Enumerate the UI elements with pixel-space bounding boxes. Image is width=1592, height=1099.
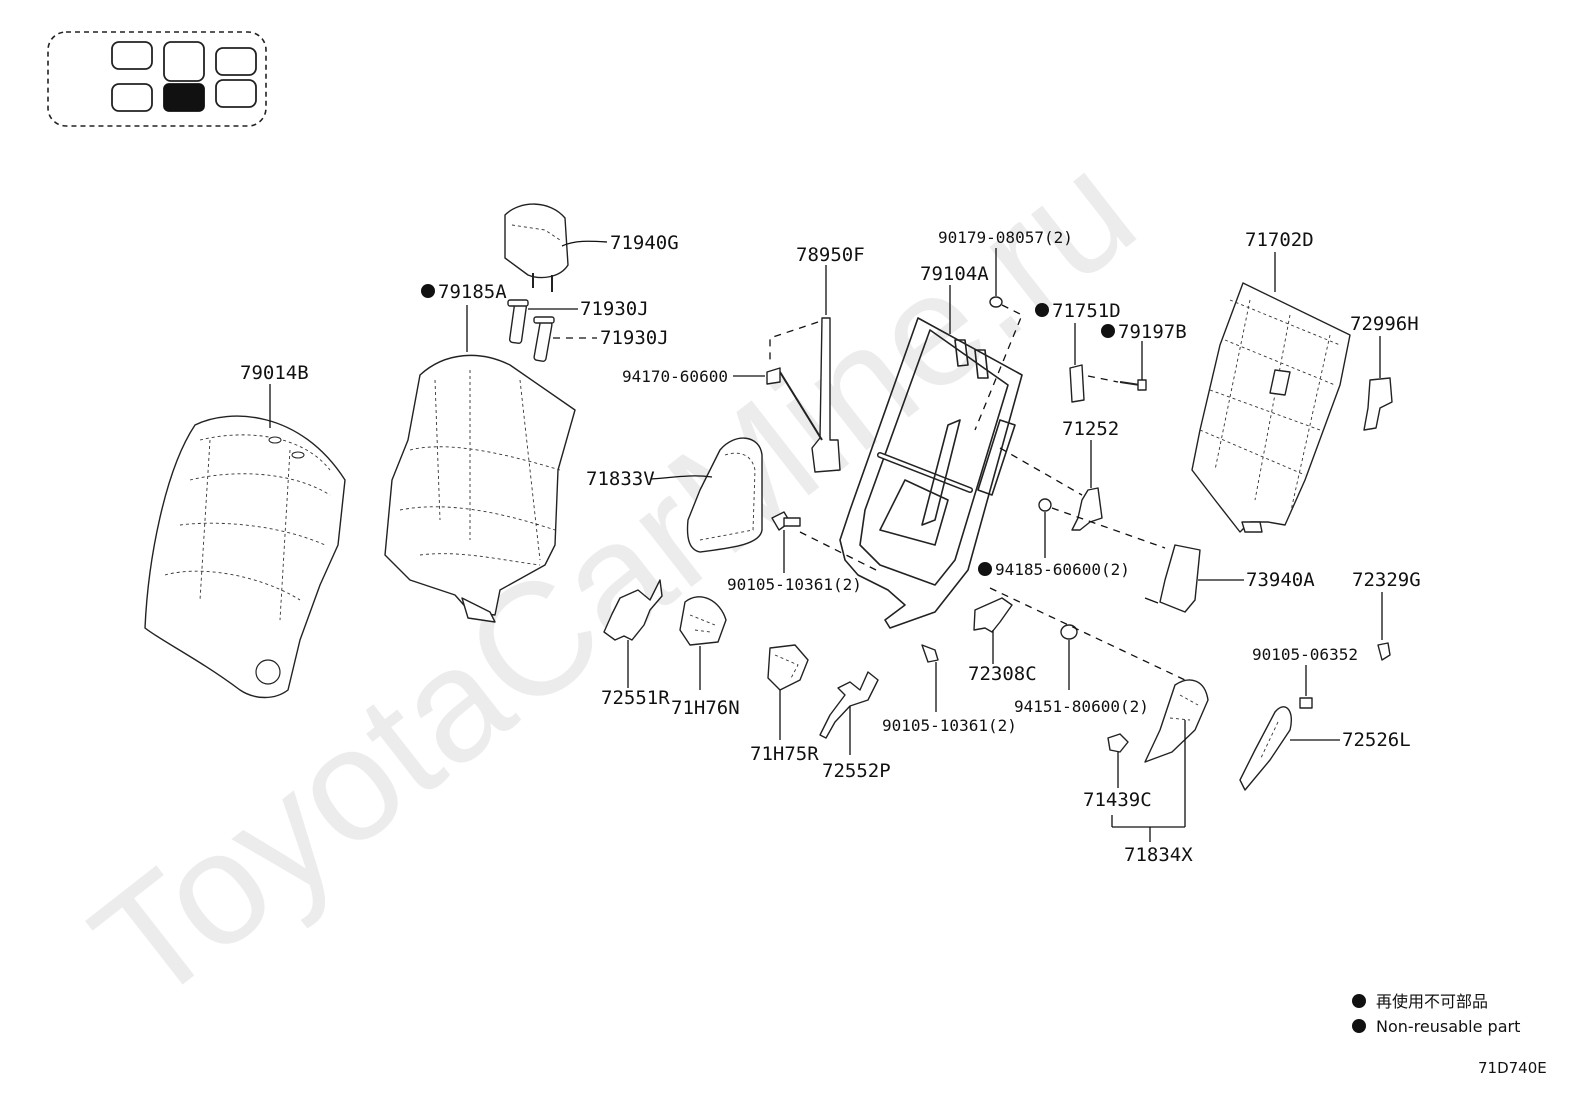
part-72552P[interactable] [819, 671, 879, 739]
part-71751D[interactable] [1069, 364, 1085, 403]
label-79185A: 79185A [438, 281, 507, 303]
label-71H76N: 71H76N [671, 697, 740, 719]
label-73940A: 73940A [1246, 569, 1315, 591]
label-71252: 71252 [1062, 418, 1119, 440]
label-71940G: 71940G [610, 232, 679, 254]
label-79197B: 79197B [1118, 321, 1187, 343]
non-reusable-marker [1352, 1019, 1366, 1033]
part-79104A[interactable] [839, 317, 1023, 629]
non-reusable-marker [978, 562, 992, 576]
part-72329G[interactable] [1377, 642, 1391, 661]
part-71833V[interactable] [686, 437, 763, 553]
part-73940A[interactable] [1144, 544, 1201, 613]
non-reusable-marker [421, 284, 435, 298]
label-94185-60600: 94185-60600(2) [995, 560, 1130, 579]
part-72551R[interactable] [603, 579, 663, 641]
label-72308C: 72308C [968, 663, 1037, 685]
diagram-code: 71D740E [1478, 1059, 1547, 1077]
label-71833V: 71833V [586, 468, 655, 490]
part-72526L[interactable] [1239, 706, 1292, 791]
part-94151-80600[interactable] [1060, 624, 1078, 640]
non-reusable-marker [1352, 994, 1366, 1008]
label-71834X: 71834X [1124, 844, 1193, 866]
label-90105-10361-a: 90105-10361(2) [727, 575, 862, 594]
part-90179-08057[interactable] [989, 296, 1003, 308]
legend: 再使用不可部品 Non-reusable part [1352, 992, 1520, 1036]
highlighted-seat [163, 83, 205, 112]
part-78950F[interactable] [779, 317, 841, 473]
label-79014B: 79014B [240, 362, 309, 384]
label-72552P: 72552P [822, 760, 891, 782]
part-79197B[interactable] [1119, 379, 1147, 391]
part-94185-60600[interactable] [1038, 498, 1052, 512]
label-90105-06352: 90105-06352 [1252, 645, 1358, 664]
label-71751D: 71751D [1052, 300, 1121, 322]
part-79185A[interactable] [384, 354, 576, 623]
part-71940G[interactable] [504, 203, 569, 292]
label-94151-80600: 94151-80600(2) [1014, 697, 1149, 716]
label-72526L: 72526L [1342, 729, 1411, 751]
label-71H75R: 71H75R [750, 743, 819, 765]
label-90105-10361-b: 90105-10361(2) [882, 716, 1017, 735]
part-72996H[interactable] [1363, 377, 1393, 431]
part-71702D[interactable] [1191, 282, 1351, 533]
part-71834X[interactable] [1144, 679, 1209, 763]
part-90105-06352[interactable] [1299, 697, 1313, 709]
part-71930J-b[interactable] [533, 316, 555, 362]
legend-japanese: 再使用不可部品 [1376, 992, 1488, 1011]
part-71H76N[interactable] [679, 596, 727, 646]
seat-position-map [47, 31, 267, 127]
part-71H75R[interactable] [767, 644, 809, 691]
label-71439C: 71439C [1083, 789, 1152, 811]
label-72996H: 72996H [1350, 313, 1419, 335]
label-71930J-b: 71930J [600, 327, 669, 349]
label-72329G: 72329G [1352, 569, 1421, 591]
part-71439C[interactable] [1107, 733, 1129, 753]
label-71702D: 71702D [1245, 229, 1314, 251]
part-94170-60600[interactable] [766, 367, 781, 385]
label-94170-60600: 94170-60600 [622, 367, 728, 386]
non-reusable-marker [1101, 324, 1115, 338]
label-71930J-a: 71930J [580, 298, 649, 320]
label-72551R: 72551R [601, 687, 670, 709]
legend-english: Non-reusable part [1376, 1017, 1520, 1036]
non-reusable-marker [1035, 303, 1049, 317]
part-71252[interactable] [1071, 487, 1103, 531]
label-79104A: 79104A [920, 263, 989, 285]
label-78950F: 78950F [796, 244, 865, 266]
part-90105-10361-a[interactable] [771, 511, 801, 531]
part-71930J-a[interactable] [507, 299, 529, 344]
part-79014B[interactable] [144, 415, 346, 699]
label-90179-08057: 90179-08057(2) [938, 228, 1073, 247]
part-72308C[interactable] [973, 597, 1013, 633]
part-90105-10361-b[interactable] [921, 644, 939, 663]
